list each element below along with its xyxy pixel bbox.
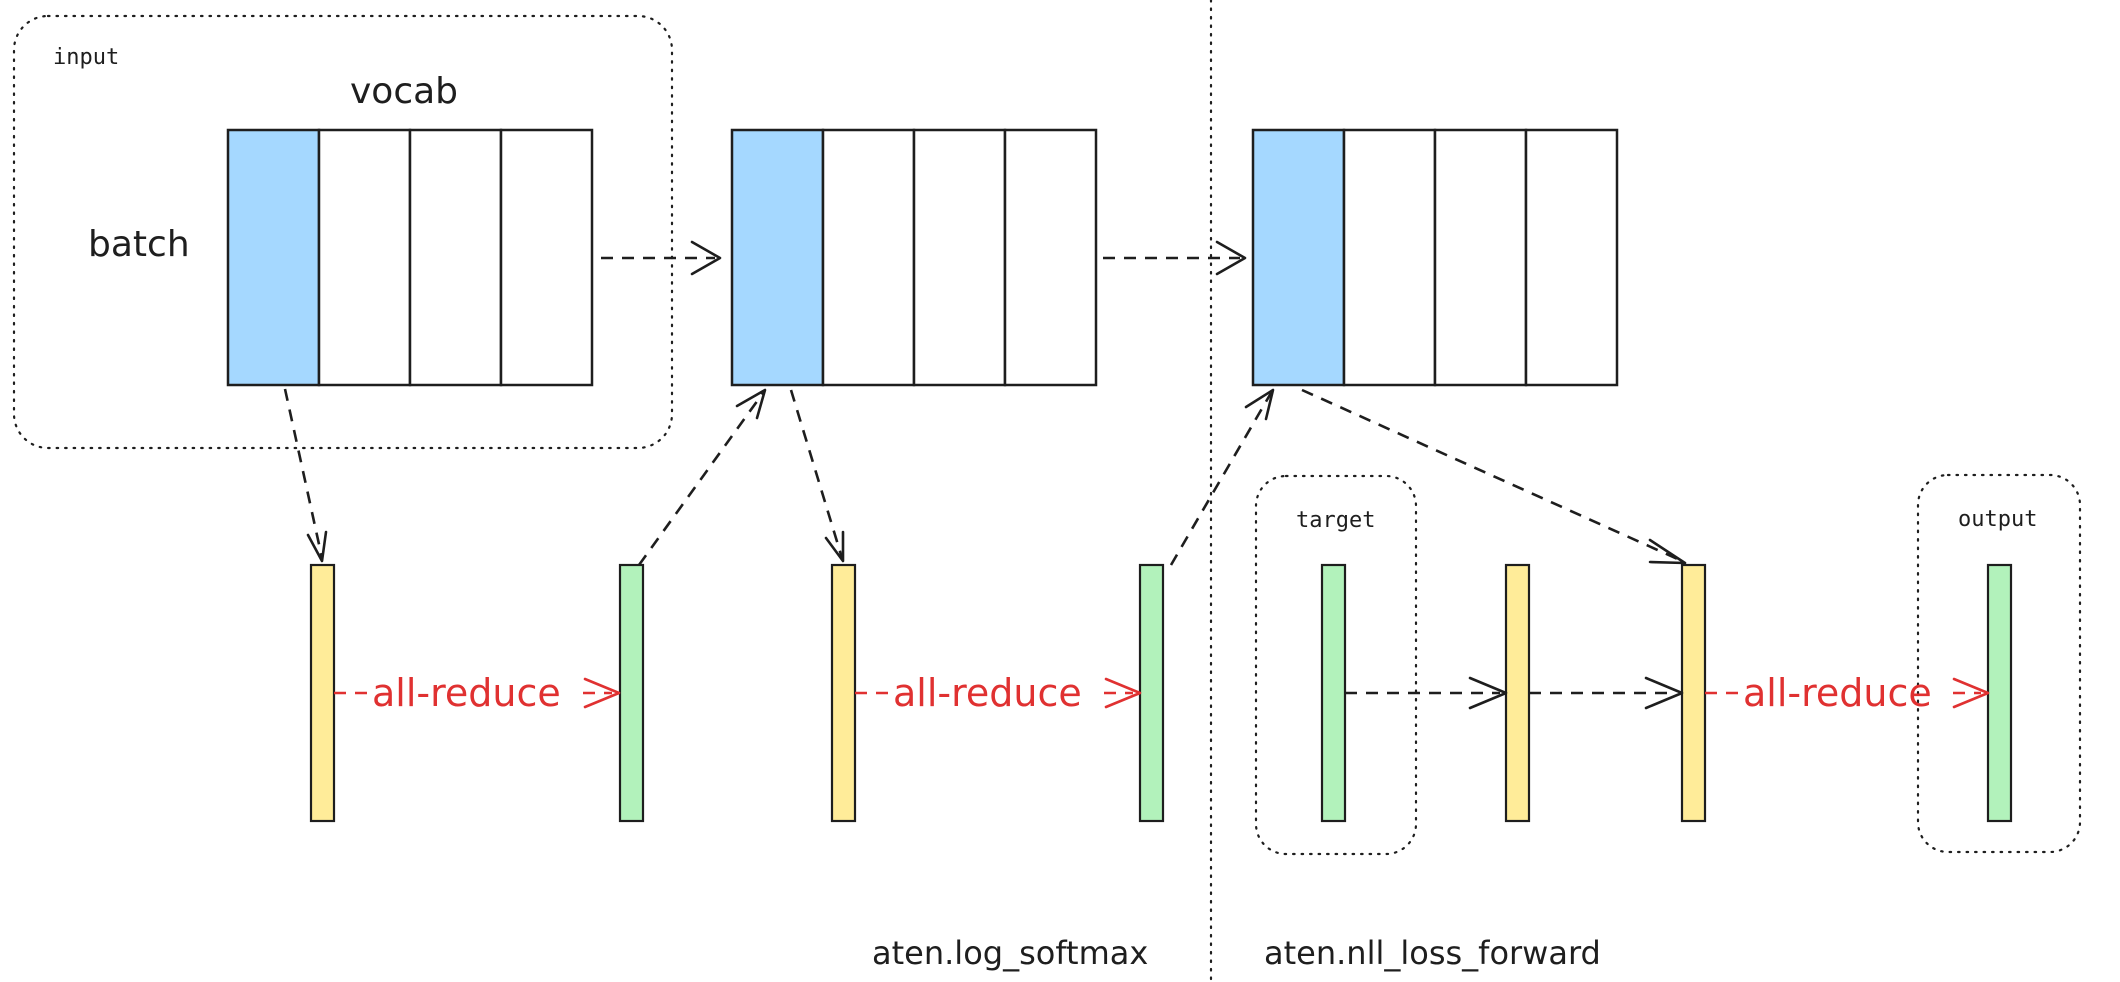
arrowhead-global-sum-to-result <box>1244 388 1275 421</box>
all-reduce-arrow-2: all-reduce <box>855 671 1142 715</box>
tensor-cell <box>317 128 412 387</box>
output-group-frame <box>1916 473 2082 854</box>
input-group-label: input <box>53 45 119 70</box>
vector-local-loss <box>1680 563 1707 823</box>
tensor-cell <box>1433 128 1528 387</box>
arrow-global-max-to-intermediate <box>637 392 765 566</box>
tensor-cell <box>1003 128 1098 387</box>
vector-output <box>1986 563 2013 823</box>
all-reduce-arrow-3: all-reduce <box>1705 671 1990 715</box>
vector-local-max <box>309 563 336 823</box>
vector-bars <box>309 563 2013 823</box>
section-label-nll-loss-forward: aten.nll_loss_forward <box>1264 934 1601 972</box>
tensor-cell <box>821 128 916 387</box>
tensor-log-softmax-result <box>1251 128 1619 387</box>
tensor-log-softmax-intermediate <box>730 128 1098 387</box>
tensor-cell <box>1342 128 1437 387</box>
arrowhead-intermediate-to-local-sum <box>824 530 845 563</box>
all-reduce-3-arrowhead <box>1952 677 1990 709</box>
arrow-input-to-local-max <box>283 388 324 559</box>
all-reduce-3-label: all-reduce <box>1743 671 1932 715</box>
tensor-input <box>226 128 594 387</box>
target-group-frame <box>1254 474 1418 856</box>
output-group-label: output <box>1958 507 2037 532</box>
all-reduce-1-label: all-reduce <box>372 671 561 715</box>
tensor-cell <box>912 128 1007 387</box>
arrowhead-masked-target-to-local-loss <box>1644 676 1684 710</box>
all-reduce-2-arrowhead <box>1104 677 1142 709</box>
arrowhead-input-to-intermediate <box>690 240 722 276</box>
vector-masked-target <box>1504 563 1531 823</box>
vector-global-sum <box>1138 563 1165 823</box>
arrowhead-global-max-to-intermediate <box>735 388 767 420</box>
all-reduce-2-label: all-reduce <box>893 671 1082 715</box>
tensor-cell-shard <box>730 128 825 387</box>
arrow-result-to-local-loss <box>1301 388 1683 563</box>
tensor-cell-shard <box>1251 128 1346 387</box>
all-reduce-arrow-1: all-reduce <box>334 671 621 715</box>
tensor-cell <box>499 128 594 387</box>
vector-global-max <box>618 563 645 823</box>
tensor-cell <box>1524 128 1619 387</box>
vector-local-sum <box>830 563 857 823</box>
vocab-axis-label: vocab <box>350 71 458 112</box>
all-reduce-1-arrowhead <box>583 677 621 709</box>
arrow-intermediate-to-local-sum <box>789 389 844 559</box>
target-group-label: target <box>1296 508 1375 533</box>
arrowhead-result-to-local-loss <box>1648 538 1687 565</box>
section-label-log-softmax: aten.log_softmax <box>872 934 1148 972</box>
batch-axis-label: batch <box>88 224 190 265</box>
tensor-cell <box>408 128 503 387</box>
arrowhead-intermediate-to-result <box>1215 240 1247 276</box>
tensor-cell-shard <box>226 128 321 387</box>
arrowhead-target-to-masked-target <box>1468 676 1508 710</box>
input-group-frame <box>12 14 674 450</box>
vector-target <box>1320 563 1347 823</box>
arrowhead-input-to-local-max <box>306 530 328 563</box>
